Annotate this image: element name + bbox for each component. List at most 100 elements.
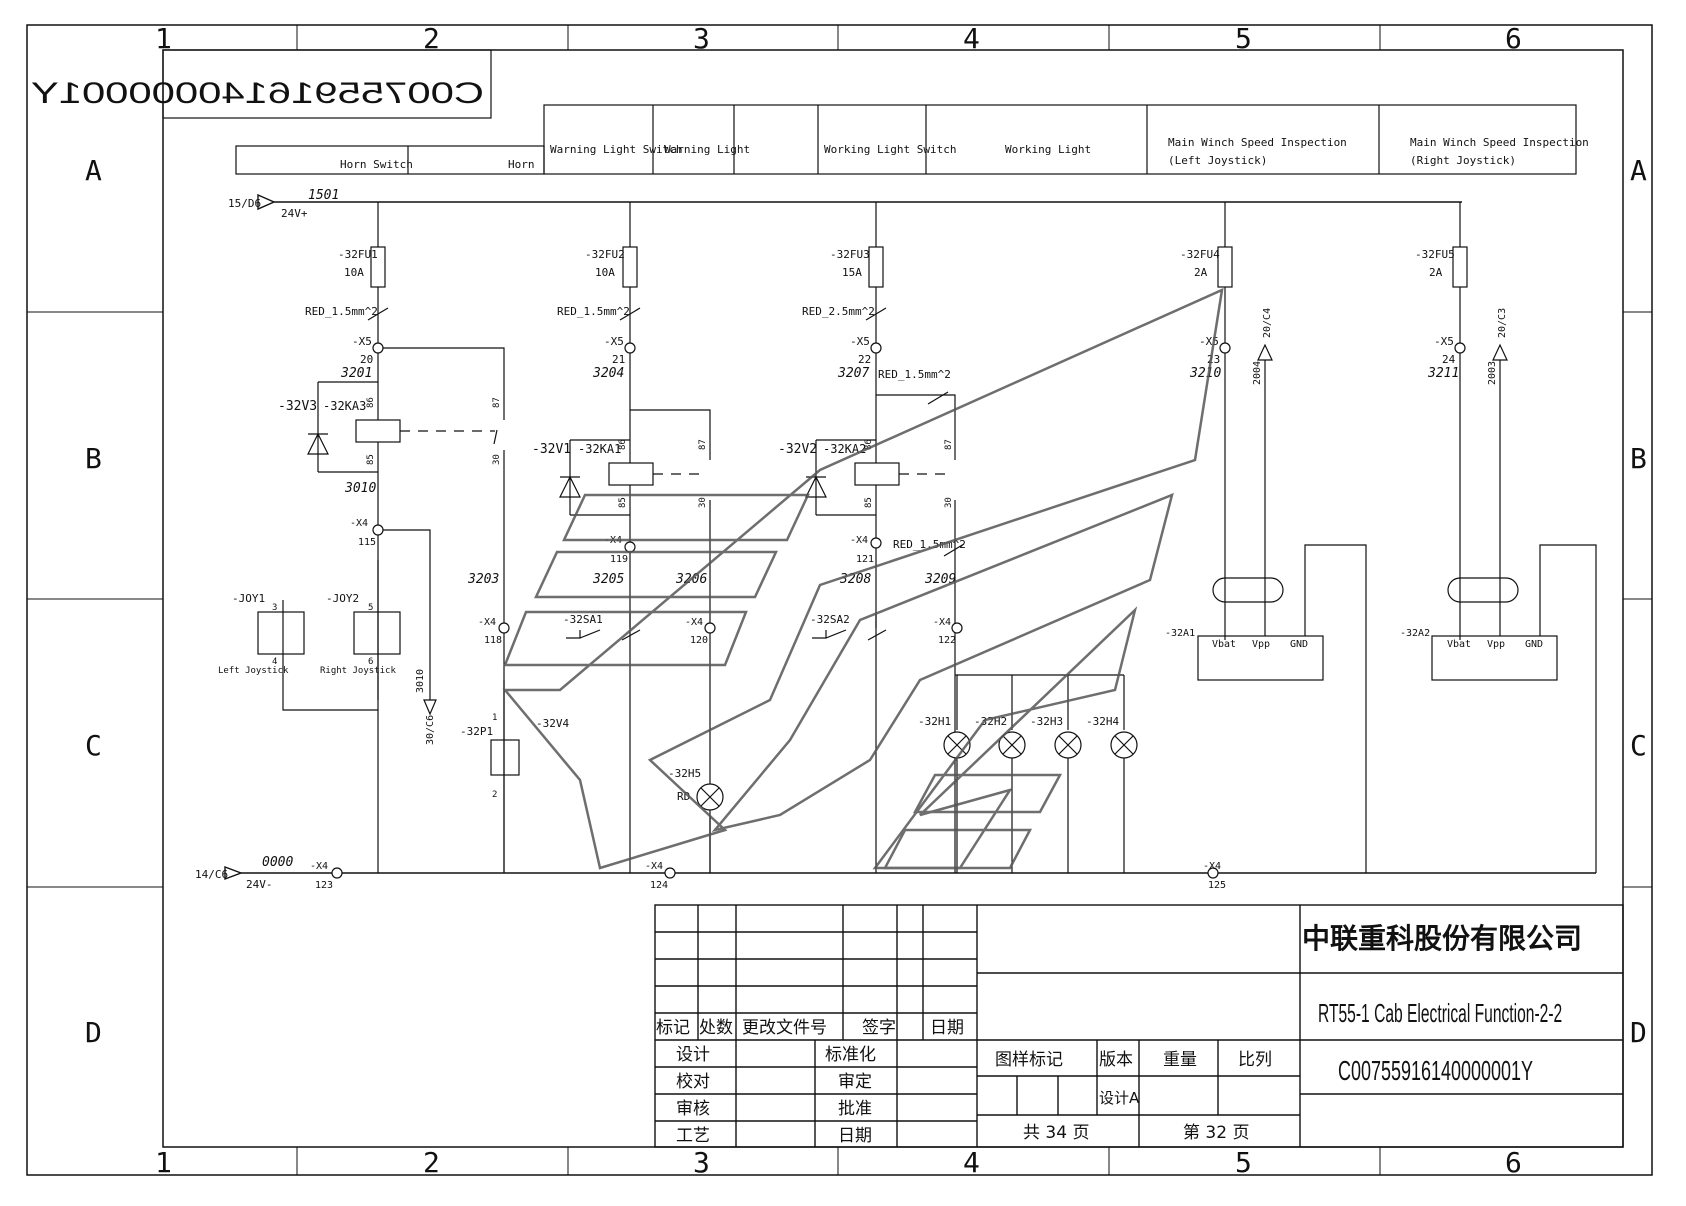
fuse-rating: 10A: [595, 266, 615, 279]
col-label: 2: [423, 1146, 440, 1179]
terminal-dots: [331, 342, 1466, 879]
ref-3010: 3010: [415, 669, 426, 693]
sensor-pin: GND: [1290, 639, 1308, 650]
relay-coils: [355, 419, 900, 486]
role-label: 标准化: [825, 1045, 876, 1065]
header-winch-right-sub: (Right Joystick): [1410, 154, 1516, 167]
col-label: 1: [155, 22, 172, 55]
role-label: 校对: [676, 1072, 710, 1092]
terminal-pin: 118: [484, 635, 502, 646]
fuse-rating: 2A: [1194, 266, 1208, 279]
relay-pin: 86: [618, 439, 628, 450]
relay-pin: 87: [492, 397, 502, 408]
wire-label: 3207: [837, 366, 869, 381]
supply-top-wire: 1501: [308, 188, 339, 203]
buzzer-pin: 1: [492, 713, 497, 723]
wire-label: 3209: [924, 572, 956, 587]
relay-pin: 30: [492, 454, 502, 465]
fuse-cable: RED_2.5mm^2: [802, 305, 875, 318]
total-pages: 共 34 页: [1023, 1123, 1089, 1143]
row-label: C: [1630, 729, 1647, 762]
header-winch-right: Main Winch Speed Inspection: [1410, 136, 1589, 149]
wire-label: 3204: [592, 366, 624, 381]
terminal-label: -X4: [1203, 861, 1221, 872]
relay-name: -32KA3: [323, 399, 366, 413]
header-warning-light-switch: Warning Light Switch: [550, 143, 682, 156]
fuse-32FU2: [622, 246, 638, 288]
terminal-label: -X4: [645, 861, 663, 872]
fuse-pin: 24: [1442, 353, 1456, 366]
meta-header: 重量: [1163, 1050, 1197, 1070]
sensor-name: -32A1: [1165, 628, 1195, 639]
fuse-symbols: [370, 246, 1468, 288]
joystick-name: -JOY1: [232, 592, 265, 605]
col-label: 5: [1235, 22, 1252, 55]
row-label: B: [85, 442, 102, 475]
col-label: 1: [155, 1146, 172, 1179]
company-name: 中联重科股份有限公司: [1302, 922, 1582, 955]
supply-bottom-ref: 14/C6: [195, 868, 228, 881]
role-label: 批准: [838, 1099, 872, 1119]
role-label: 审核: [676, 1099, 710, 1119]
col-label: 5: [1235, 1146, 1252, 1179]
wire-label: 2003: [1487, 361, 1498, 385]
fuse-32FU1: [370, 246, 386, 288]
joystick-name: -JOY2: [326, 592, 359, 605]
header-warning-light: Warning Light: [664, 143, 750, 156]
diode-name: -32V2: [778, 442, 817, 457]
col-label: 6: [1505, 1146, 1522, 1179]
ref-30c6: 30/C6: [425, 715, 436, 745]
sensor-pin: Vbat: [1447, 639, 1471, 650]
diode-symbols: [307, 381, 876, 516]
terminal-pin: 124: [650, 880, 668, 891]
drawing-number: C00755916140000001Y: [1338, 1055, 1533, 1086]
lamp-name: -32H1: [918, 715, 951, 728]
relay-pin: 30: [698, 497, 708, 508]
col-label: 3: [693, 22, 710, 55]
fuse-name: -32FU4: [1180, 248, 1220, 261]
relay-pin: 30: [944, 497, 954, 508]
title-block-grid: [654, 904, 1624, 1148]
row-label: B: [1630, 442, 1647, 475]
inner-border: [162, 49, 1624, 1148]
rev-header: 日期: [930, 1018, 964, 1038]
header-working-light-switch: Working Light Switch: [824, 143, 956, 156]
supply-top-label: 24V+: [281, 207, 308, 220]
relay-pin: 85: [618, 497, 628, 508]
row-label: A: [1630, 154, 1647, 187]
fuse-cable: RED_1.5mm^2: [305, 305, 378, 318]
terminal-pin: 119: [610, 554, 628, 565]
page-number: 第 32 页: [1183, 1123, 1249, 1143]
relay-pin: 85: [864, 497, 874, 508]
terminal-label: -X4: [685, 617, 703, 628]
sensor-pin: Vpp: [1252, 639, 1270, 650]
supply-rails: [224, 193, 1596, 881]
mirrored-drawing-number: C00755916140000001Y: [31, 76, 484, 110]
role-label: 日期: [838, 1126, 872, 1146]
version-value: 设计A: [1099, 1089, 1140, 1107]
role-label: 审定: [838, 1072, 872, 1092]
sensor-pin: Vpp: [1487, 639, 1505, 650]
joystick-pin: 5: [368, 603, 373, 613]
mirrored-number-box: [162, 49, 492, 119]
terminal-pin: 125: [1208, 880, 1226, 891]
relay-pin: 86: [864, 439, 874, 450]
rev-header: 签字: [862, 1018, 896, 1038]
terminal-pin: 115: [358, 537, 376, 548]
relay-pin: 86: [366, 397, 376, 408]
switch-name: -32SA2: [810, 613, 850, 626]
rev-header: 更改文件号: [742, 1018, 827, 1038]
relay-pin: 87: [698, 439, 708, 450]
meta-header: 比列: [1238, 1050, 1272, 1070]
drawing-title: RT55-1 Cab Electrical Function-2-2: [1318, 999, 1562, 1028]
col-label: 4: [963, 1146, 980, 1179]
ref-20c4: 20/C4: [1262, 308, 1273, 338]
col-label: 3: [693, 1146, 710, 1179]
rev-header: 标记: [656, 1018, 690, 1038]
lamp-name: -32H3: [1030, 715, 1063, 728]
role-label: 设计: [676, 1045, 710, 1065]
col-label: 4: [963, 22, 980, 55]
wire-label: 2004: [1252, 361, 1263, 385]
lamp-name: -32H4: [1086, 715, 1119, 728]
